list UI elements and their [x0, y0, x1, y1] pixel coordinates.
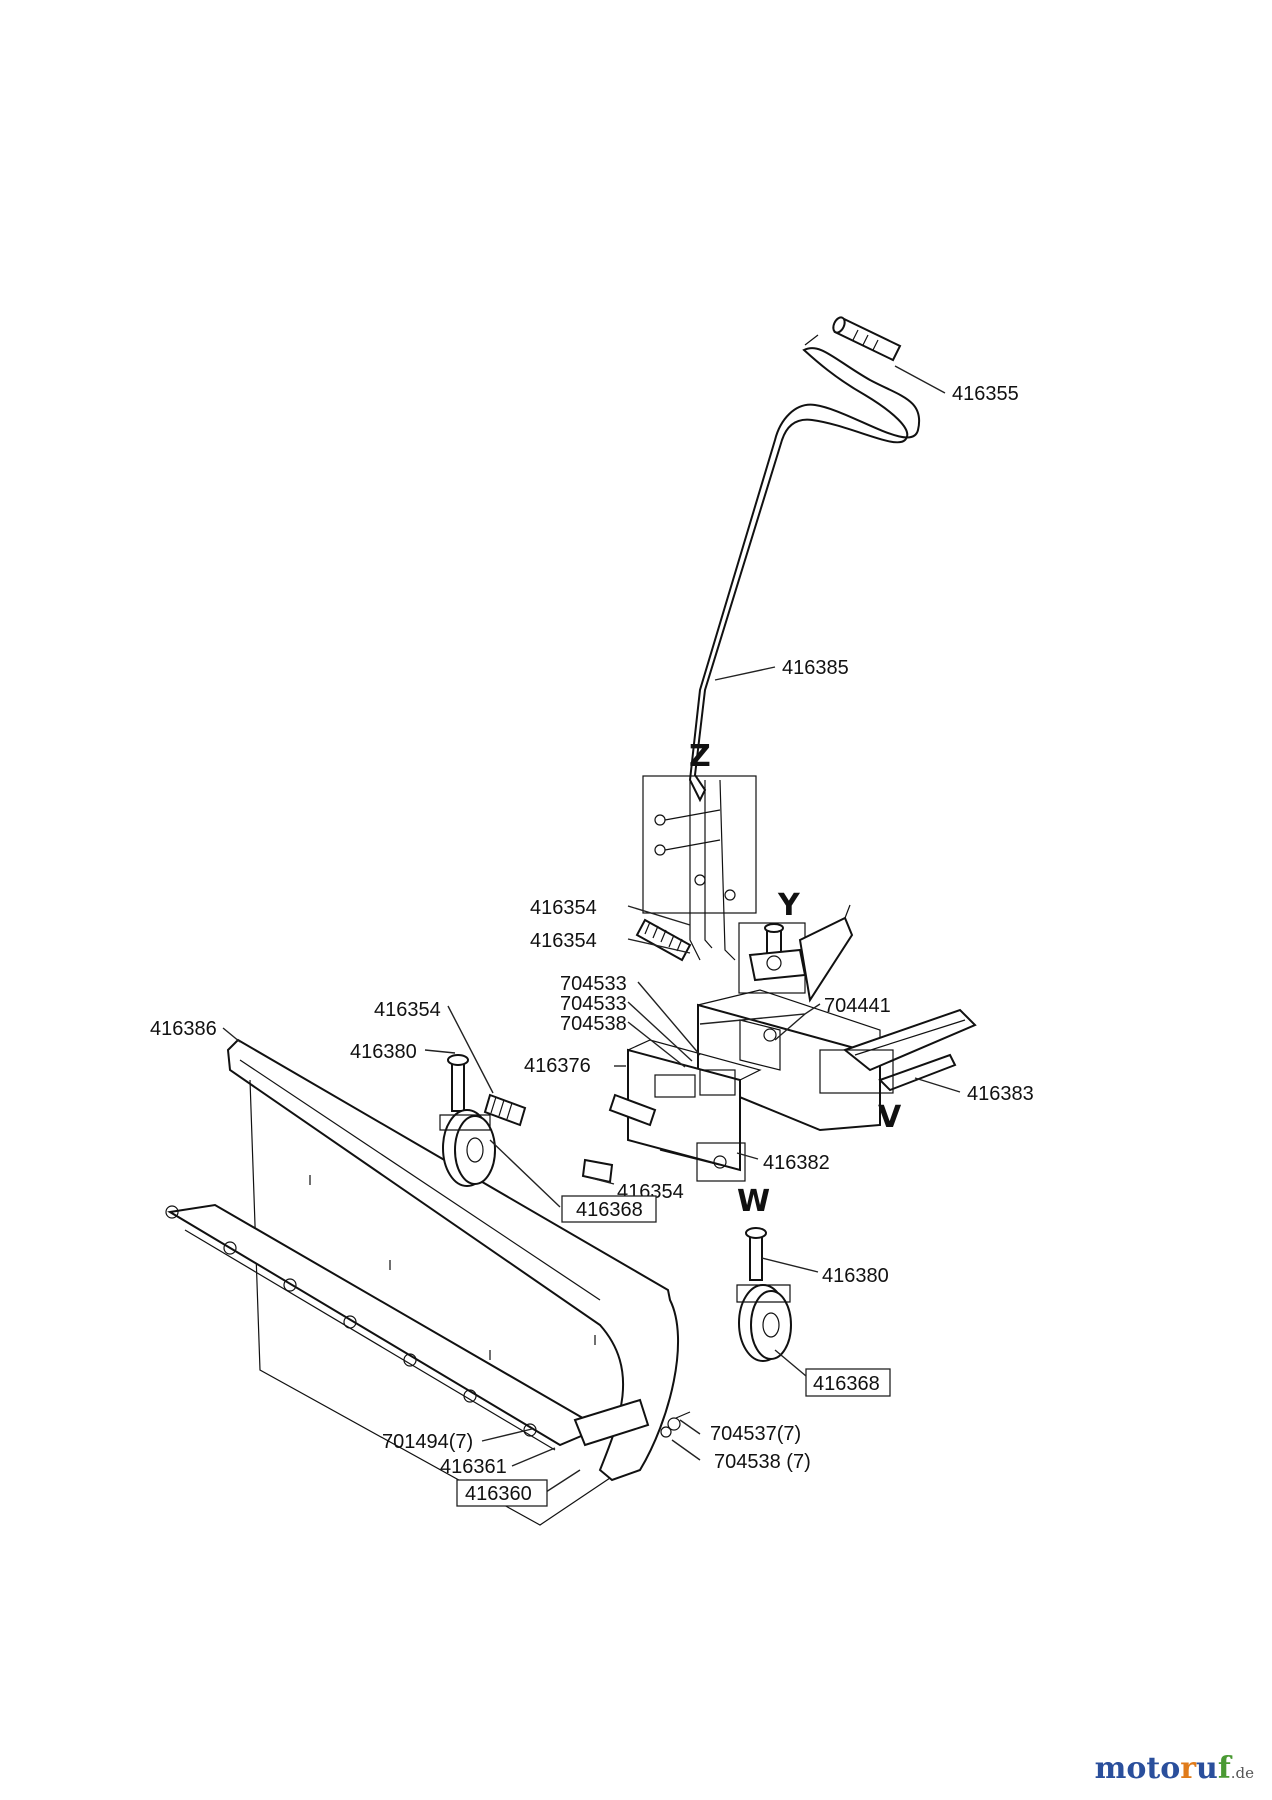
- label-704533-a: 704533: [560, 973, 627, 995]
- handle-tube: [688, 334, 921, 803]
- spring-416376: [608, 1093, 657, 1127]
- watermark-part3: u: [1196, 1751, 1218, 1786]
- label-704441: 704441: [824, 995, 891, 1017]
- caster-wheel-upper: [439, 1054, 496, 1187]
- label-416368-a: 416368: [576, 1199, 643, 1221]
- label-416361: 416361: [440, 1456, 507, 1478]
- label-704537: 704537(7): [710, 1423, 801, 1445]
- pin-box-w: [696, 1142, 746, 1182]
- watermark-tld: .de: [1230, 1764, 1254, 1782]
- watermark-part1: moto: [1094, 1751, 1181, 1786]
- label-416386: 416386: [150, 1018, 217, 1040]
- label-416380-a: 416380: [350, 1041, 417, 1063]
- section-letter-w: W: [737, 1184, 770, 1219]
- label-box-416368-b: [805, 1368, 891, 1397]
- blade-416386: [226, 1038, 680, 1526]
- watermark-part2: r: [1180, 1751, 1197, 1786]
- leader-lines: [222, 365, 961, 1493]
- label-416385: 416385: [782, 657, 849, 679]
- label-416354-b: 416354: [530, 930, 597, 952]
- watermark-part4: f: [1217, 1751, 1231, 1786]
- spring-mid: [483, 1093, 527, 1127]
- section-letter-y: Y: [777, 888, 801, 923]
- site-watermark: motoruf.de: [1095, 1751, 1254, 1786]
- spring-lower: [581, 1158, 614, 1184]
- label-704538-a: 704538: [560, 1013, 627, 1035]
- handle-grip: [832, 316, 902, 362]
- spring-upper: [635, 918, 692, 962]
- detail-z-frame: [642, 775, 757, 961]
- label-704533-b: 704533: [560, 993, 627, 1015]
- label-416354-c: 416354: [374, 999, 441, 1021]
- pivot-assembly: [738, 922, 807, 994]
- label-701494: 701494(7): [382, 1431, 473, 1453]
- label-416360: 416360: [465, 1483, 532, 1505]
- arm-416383: [819, 1008, 977, 1094]
- wear-strip: [573, 1398, 650, 1447]
- label-416354-a: 416354: [530, 897, 597, 919]
- label-704538-b: 704538 (7): [714, 1451, 811, 1473]
- label-416383: 416383: [967, 1083, 1034, 1105]
- bolt-hardware: [660, 1411, 691, 1438]
- label-416376: 416376: [524, 1055, 591, 1077]
- label-416355: 416355: [952, 383, 1019, 405]
- caster-wheel-lower: [736, 1227, 792, 1362]
- label-416382: 416382: [763, 1152, 830, 1174]
- label-box-416368-a: [561, 1195, 657, 1223]
- section-letter-v: V: [878, 1100, 902, 1135]
- section-letter-z: Z: [689, 739, 711, 774]
- label-box-416360: [456, 1479, 548, 1507]
- label-416380-b: 416380: [822, 1265, 889, 1287]
- label-416368-b: 416368: [813, 1373, 880, 1395]
